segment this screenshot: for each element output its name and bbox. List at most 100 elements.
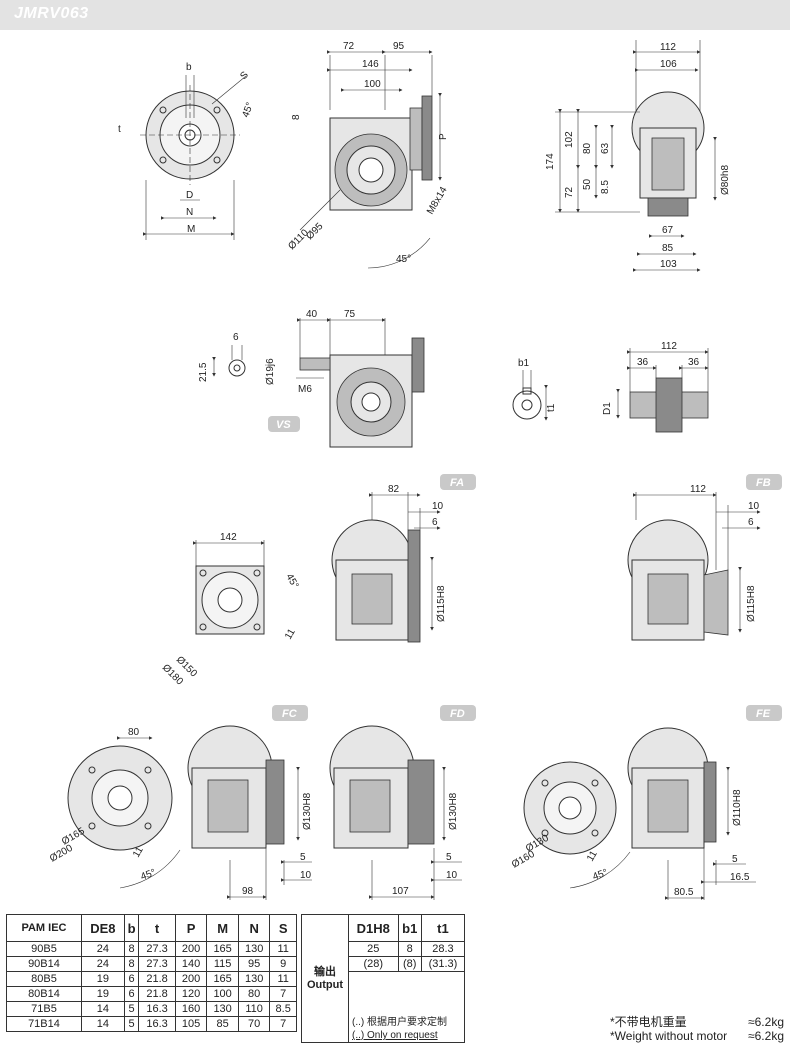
pam-cell: 105 [174, 1016, 208, 1032]
header-bar: JMRV063 [0, 0, 790, 30]
fa-dim-11: 11 [283, 627, 298, 642]
pam-cell: 130 [206, 1001, 239, 1017]
dim-80-front: 80 [582, 142, 593, 154]
fb-dim-112: 112 [690, 484, 706, 495]
table-row: 25 8 28.3 [302, 941, 466, 957]
pam-cell: 7 [269, 1016, 297, 1032]
pam-cell: 8.5 [269, 1001, 297, 1017]
shaft-dim-36b: 36 [688, 357, 700, 368]
pam-cell: 16.3 [138, 1016, 176, 1032]
fc-angle-45: 45° [139, 867, 157, 883]
output-cell: (31.3) [420, 956, 466, 972]
pam-cell: 100 [206, 986, 239, 1002]
output-cell: (8) [397, 956, 422, 972]
pam-cell: 130 [237, 971, 271, 987]
vs-gearbox-view: 40 75 Ø19j6 M6 [265, 309, 425, 448]
weight-value-cn: ≈6.2kg [748, 1015, 784, 1029]
label-m8x14: M8x14 [425, 185, 450, 217]
fe-angle-45: 45° [591, 867, 609, 883]
pam-cell: 110 [237, 1001, 271, 1017]
dim-174: 174 [545, 153, 556, 170]
gearbox-front-view: 112 106 174 102 72 80 63 50 8.5 Ø80h8 67… [545, 40, 731, 272]
dim-103: 103 [660, 259, 677, 270]
output-header-row: 输出 Output D1H8 b1 t1 [301, 914, 466, 1043]
output-table: 输出 Output D1H8 b1 t1 25 8 28.3 (28) (8) … [301, 914, 466, 1043]
label-d1: D1 [602, 402, 613, 415]
dim-102: 102 [564, 131, 575, 148]
pam-cell: 200 [174, 971, 208, 987]
fa-dim-10: 10 [432, 501, 444, 512]
vs-dim-40: 40 [306, 309, 318, 320]
tag-fa: FA [440, 474, 476, 490]
fa-dim-82: 82 [388, 484, 400, 495]
angle-45-v2: 45° [396, 254, 411, 265]
pam-cell: 14 [80, 1016, 125, 1032]
pam-cell: 71B14 [6, 1016, 82, 1032]
pam-cell: 95 [237, 956, 271, 972]
fc-gearbox-side: Ø130H8 5 10 98 [187, 725, 313, 900]
output-label-en: Output [306, 978, 344, 991]
tag-fb-label: FB [756, 477, 771, 489]
fe-dim-80-5: 80.5 [674, 887, 694, 898]
pam-cell: 130 [237, 941, 271, 957]
pam-cell: 24 [80, 956, 125, 972]
pam-cell: 120 [174, 986, 208, 1002]
fa-flange-front: 142 Ø150 Ø180 11 45° [160, 532, 301, 688]
pam-cell: 115 [206, 956, 239, 972]
dim-67: 67 [662, 225, 674, 236]
output-spacer [348, 971, 465, 1016]
label-p: P [438, 133, 449, 140]
pam-header-cell: P [174, 914, 208, 942]
pam-cell: 6 [123, 971, 140, 987]
fa-angle-45: 45° [283, 572, 300, 591]
pam-header-cell: S [269, 914, 297, 942]
output-spacer-row [302, 971, 465, 1016]
output-note-row: (..) 根据用户要求定制 (..) Only on request [302, 1016, 465, 1043]
model-title: JMRV063 [14, 5, 89, 22]
label-s: S [238, 69, 251, 82]
fe-flange-front: Ø130 Ø160 11 45° [510, 761, 631, 889]
weight-row-en: *Weight without motor ≈6.2kg [610, 1029, 784, 1043]
fd-dim-5: 5 [446, 852, 452, 863]
fe-dim-16-5: 16.5 [730, 872, 750, 883]
pam-header-cell: M [206, 914, 239, 942]
dim-dia95-side: Ø95 [304, 221, 325, 242]
label-t1: t1 [546, 403, 557, 412]
pam-cell: 16.3 [138, 1001, 176, 1017]
tag-fc-label: FC [282, 708, 298, 720]
dim-63: 63 [600, 142, 611, 154]
dim-72-top: 72 [343, 41, 355, 52]
vs-dim-dia19j6: Ø19j6 [265, 358, 276, 385]
pam-cell: 21.8 [138, 971, 176, 987]
pam-cell: 140 [174, 956, 208, 972]
pam-header-cell: b [123, 914, 140, 942]
fa-dim-6: 6 [432, 517, 438, 528]
output-note-cell: (..) 根据用户要求定制 (..) Only on request [348, 1016, 465, 1043]
output-header-cell: b1 [397, 914, 422, 942]
output-header-cell: t1 [420, 914, 466, 942]
pam-cell: 8 [123, 956, 140, 972]
pam-cell: 80 [237, 986, 271, 1002]
output-cell: 25 [348, 941, 399, 957]
tag-fd: FD [440, 705, 476, 721]
pam-cell: 85 [206, 1016, 239, 1032]
fc-dim-10: 10 [300, 870, 312, 881]
tag-fb: FB [746, 474, 782, 490]
label-b1: b1 [518, 358, 530, 369]
dim-95-top: 95 [393, 41, 405, 52]
pam-cell: 7 [269, 986, 297, 1002]
pam-cell: 160 [174, 1001, 208, 1017]
pam-cell: 5 [123, 1001, 140, 1017]
tag-fc: FC [272, 705, 308, 721]
dim-85: 85 [662, 243, 674, 254]
vs-dim-6a: 6 [233, 332, 239, 343]
pam-header-row: PAM IEC DE8 b t P M N S [6, 914, 297, 942]
fe-dim-dia110h8: Ø110H8 [732, 789, 743, 826]
fc-flange-front: 80 Ø165 Ø200 11 45° [48, 727, 181, 889]
note-cn: (..) 根据用户要求定制 [352, 1017, 447, 1028]
shaft-dim-36a: 36 [637, 357, 649, 368]
